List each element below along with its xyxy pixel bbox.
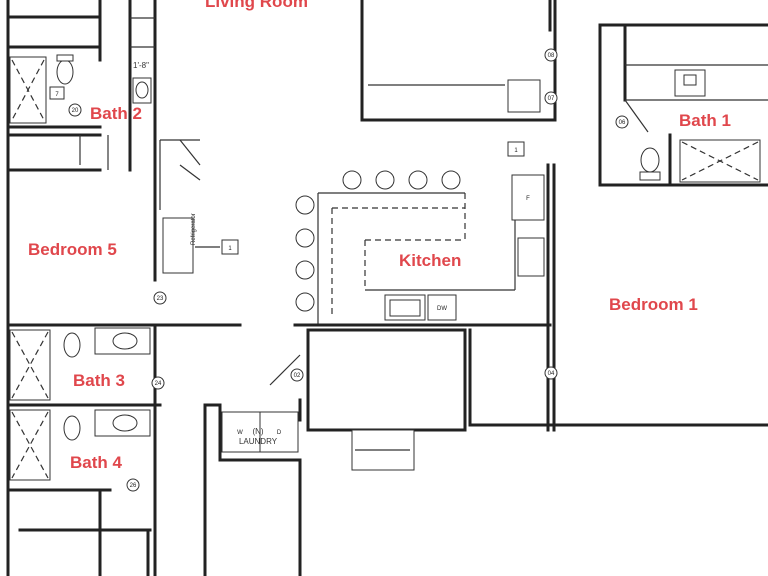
laundry-area: W D (N) LAUNDRY 02 [203,354,304,576]
room-label-bedroom5: Bedroom 5 [28,240,117,259]
svg-text:W: W [237,430,243,436]
entry-area: 04 [306,328,768,471]
svg-text:Refrigerator: Refrigerator [191,213,197,245]
room-label-bath2: Bath 2 [90,104,142,123]
room-label-bath3: Bath 3 [73,371,125,390]
room-label-kitchen: Kitchen [399,251,461,270]
bath2-area: 7 20 1'-8" [6,0,157,327]
box-7 [49,86,65,100]
refrigerator [162,217,194,274]
kitchen-area: DW F 1 [293,141,556,432]
room-label-living-room: Living Room [205,0,308,11]
svg-text:04: 04 [548,371,555,377]
svg-text:F: F [526,196,530,202]
svg-text:08: 08 [548,53,555,59]
svg-text:1: 1 [514,148,518,154]
tag-20 [68,103,82,117]
bath1-area: 06 [598,23,768,187]
room-label-bedroom1: Bedroom 1 [609,295,698,314]
svg-text:26: 26 [130,483,137,489]
svg-text:02: 02 [294,373,301,379]
svg-text:1: 1 [228,246,232,252]
svg-text:06: 06 [619,120,626,126]
living-area: 08 07 [360,0,558,122]
svg-text:20: 20 [72,108,79,114]
bedroom5-area: Refrigerator 1 23 [6,139,242,327]
svg-text:DW: DW [437,306,447,312]
svg-text:24: 24 [155,381,162,387]
laundry-label: LAUNDRY [239,437,278,446]
svg-text:23: 23 [157,296,164,302]
room-label-bath1: Bath 1 [679,111,731,130]
room-label-bath4: Bath 4 [70,453,123,472]
svg-text:7: 7 [55,92,59,98]
svg-text:07: 07 [548,96,555,102]
bath3-bath4-area: 24 26 [6,323,165,576]
svg-text:D: D [277,430,282,436]
laundry-n-label: (N) [252,427,263,436]
dimension-label: 1'-8" [133,61,149,70]
